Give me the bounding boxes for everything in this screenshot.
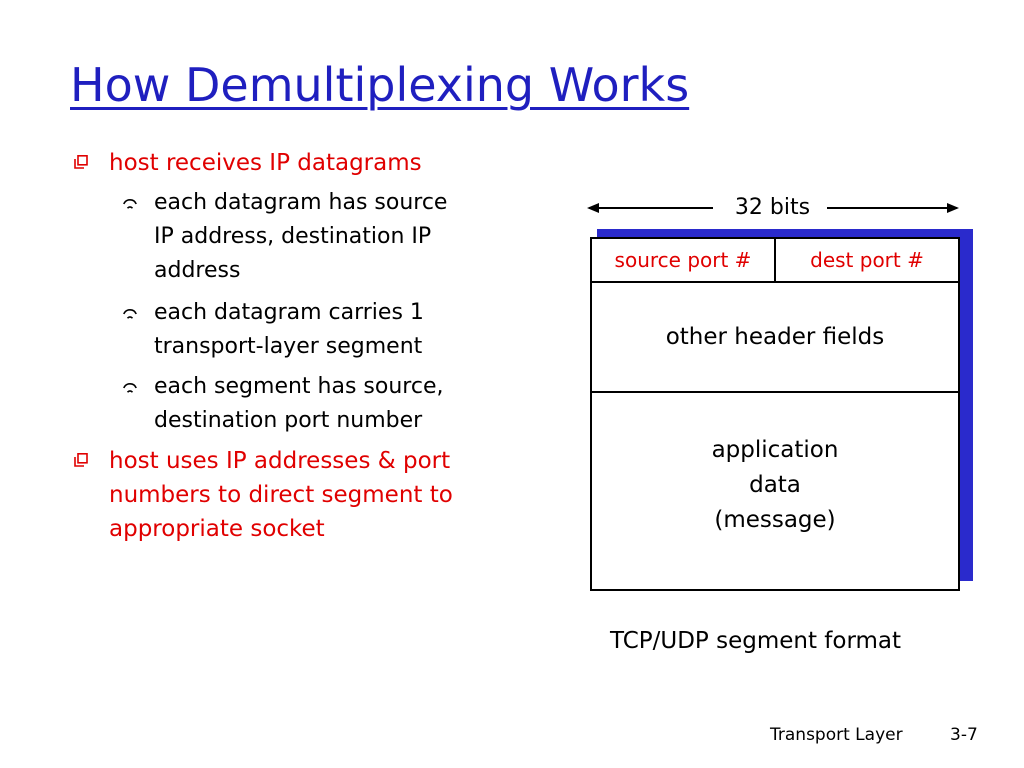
round-bullet-icon <box>123 308 137 319</box>
bullet-list: host receives IP datagrams each datagram… <box>72 146 532 546</box>
text-line: address <box>154 258 241 283</box>
sub-bullet-ip-address: each datagram has source IP address, des… <box>72 186 532 288</box>
header-fields: other header fields <box>592 283 958 393</box>
payload-line: data <box>749 471 801 498</box>
round-bullet-icon <box>123 382 137 393</box>
round-bullet-icon <box>123 198 137 209</box>
text-line: host uses IP addresses & port <box>109 448 451 474</box>
page-number: 3-7 <box>950 725 978 745</box>
bullet-host-receives: host receives IP datagrams <box>72 146 532 180</box>
text-line: destination port number <box>154 408 423 433</box>
payload-line: (message) <box>714 506 836 533</box>
bullet-text: host receives IP datagrams <box>109 150 422 176</box>
segment-format-diagram: 32 bits source port # dest port # other … <box>585 192 975 612</box>
text-line: each datagram has source <box>154 190 448 215</box>
square-bullet-icon <box>74 155 88 169</box>
text-line: each segment has source, <box>154 374 444 399</box>
text-line: numbers to direct segment to <box>109 482 453 508</box>
width-label: 32 bits <box>734 195 811 220</box>
text-line: transport-layer segment <box>154 334 423 359</box>
sub-bullet-segment-carried: each datagram carries 1 transport-layer … <box>72 296 532 364</box>
diagram-caption: TCP/UDP segment format <box>610 628 902 654</box>
segment-box: source port # dest port # other header f… <box>590 237 960 591</box>
width-indicator: 32 bits <box>585 192 975 224</box>
slide-title: How Demultiplexing Works <box>70 58 690 112</box>
double-arrow-icon <box>587 203 959 213</box>
port-row: source port # dest port # <box>592 239 958 283</box>
payload-line: application <box>711 436 839 463</box>
sub-bullet-port-number: each segment has source, destination por… <box>72 370 532 438</box>
text-line: appropriate socket <box>109 516 325 542</box>
bullet-host-uses: host uses IP addresses & port numbers to… <box>72 444 532 546</box>
text-line: each datagram carries 1 <box>154 300 424 325</box>
text-line: IP address, destination IP <box>154 224 432 249</box>
square-bullet-icon <box>74 453 88 467</box>
source-port-field: source port # <box>592 239 776 281</box>
payload-field: application data (message) <box>592 393 958 589</box>
footer-label: Transport Layer <box>770 725 903 745</box>
dest-port-field: dest port # <box>810 248 924 272</box>
